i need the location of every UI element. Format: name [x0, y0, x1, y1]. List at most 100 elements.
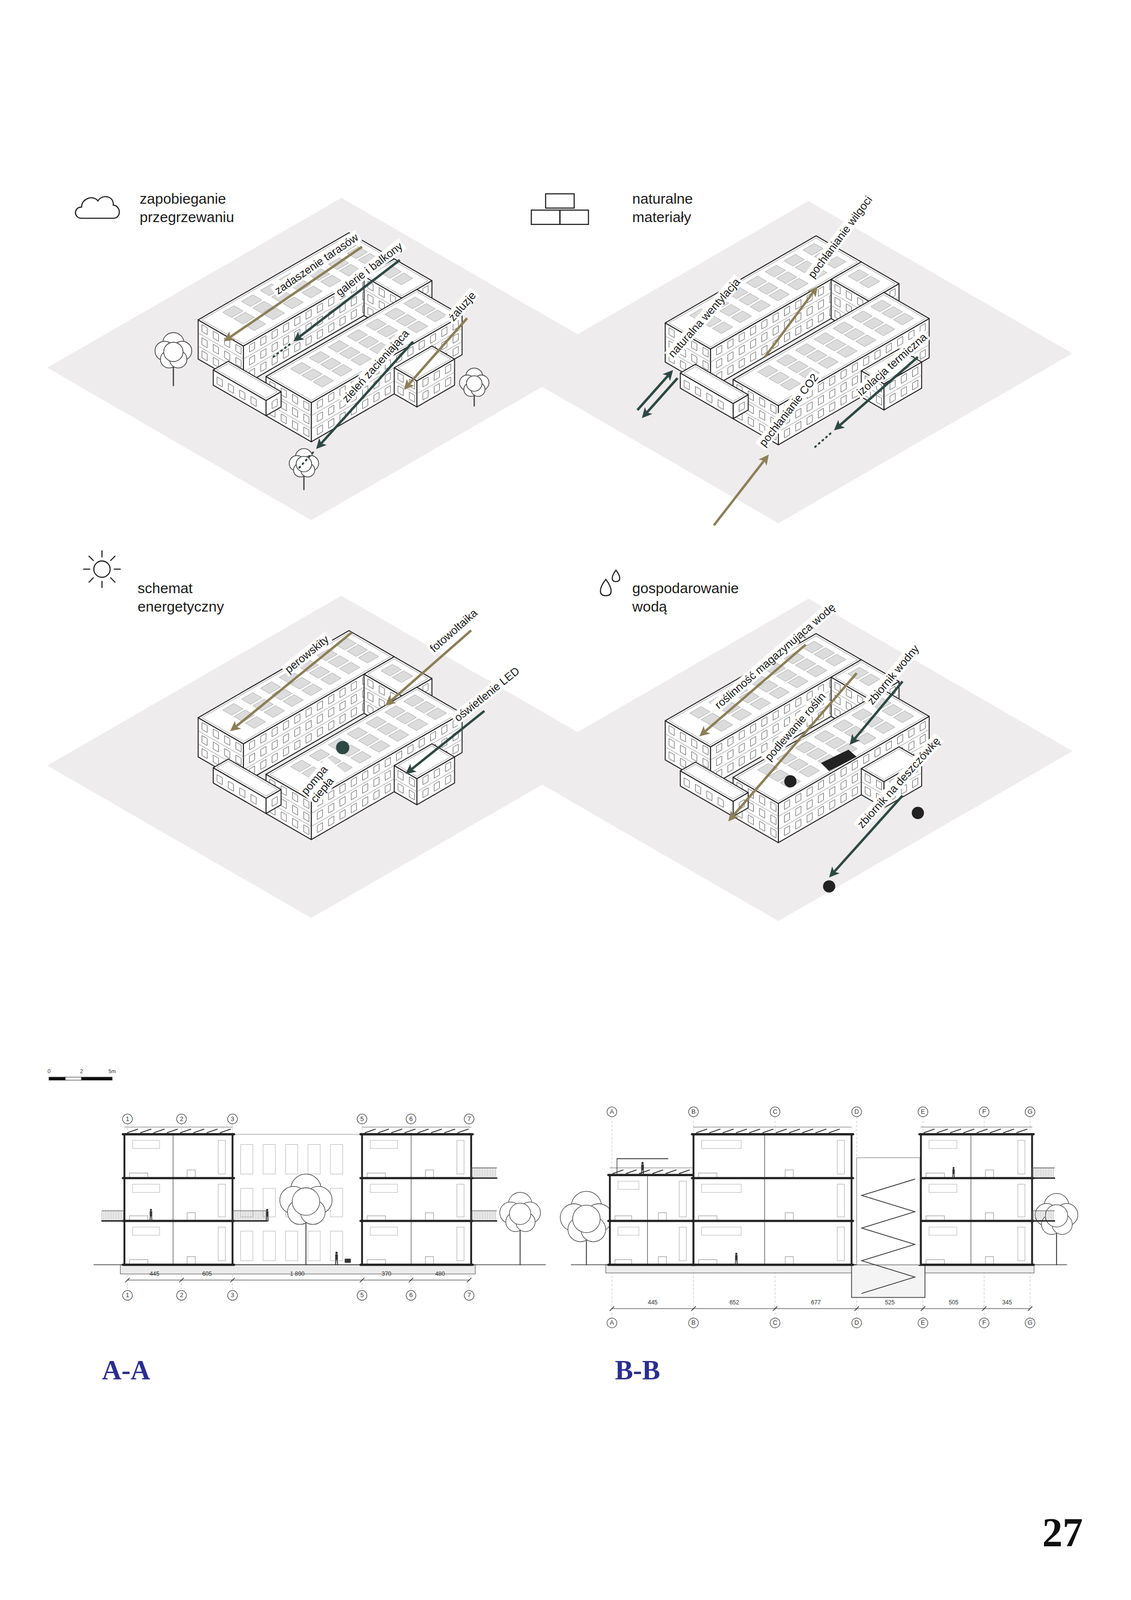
ground-line [571, 1264, 1068, 1265]
tree [1035, 1193, 1078, 1265]
window [818, 286, 824, 297]
window [908, 727, 915, 738]
furniture [785, 1169, 794, 1178]
partition [764, 1133, 765, 1178]
axis-bubble [405, 1290, 416, 1300]
cabinet [132, 1184, 160, 1193]
dimension: 480 [435, 1270, 446, 1278]
railing-bar [472, 1210, 474, 1221]
axis-bubble [176, 1114, 187, 1124]
parapet [398, 348, 451, 379]
window [852, 773, 858, 784]
pv-panel [652, 1169, 663, 1174]
slab [122, 1132, 235, 1136]
pv-panel [180, 1129, 191, 1133]
brick-icon [545, 193, 575, 209]
window [834, 682, 841, 693]
railing-bar [1036, 1210, 1038, 1221]
window [351, 803, 357, 814]
railing-bar [470, 1210, 472, 1221]
window [748, 416, 754, 428]
wall [1031, 1133, 1034, 1265]
window [373, 776, 380, 788]
window [784, 427, 790, 438]
window [281, 811, 287, 822]
pv-panel [787, 675, 808, 688]
pv-panel [458, 1129, 469, 1133]
door [218, 1226, 226, 1261]
railing-bar [487, 1210, 488, 1221]
ground-line [93, 1264, 546, 1265]
pv-panel [818, 356, 839, 369]
window [759, 808, 765, 819]
window [445, 363, 451, 374]
slab [608, 1219, 696, 1222]
window [283, 720, 289, 731]
building-axonometry [514, 200, 1073, 523]
railing-bar [1036, 1167, 1038, 1178]
railing-bar [1031, 1210, 1033, 1221]
railing-bar [265, 1210, 266, 1221]
ground-plane [514, 598, 1073, 922]
window [340, 796, 346, 807]
window [294, 713, 300, 724]
furniture [187, 1256, 196, 1265]
railing-bar [491, 1167, 493, 1178]
window [328, 720, 334, 731]
window [263, 1188, 276, 1217]
callout-label: izolacja termiczna [852, 328, 931, 400]
railing-bar [237, 1210, 238, 1221]
railing-bar [111, 1210, 113, 1221]
window [876, 395, 882, 406]
railing-bar [1041, 1210, 1042, 1221]
window [249, 752, 255, 763]
panel-heading: naturalne materiały [632, 189, 754, 226]
pv-panel [392, 272, 413, 285]
window [294, 726, 300, 737]
axis-bubble [607, 1317, 617, 1328]
person-head [266, 1208, 269, 1211]
window [224, 735, 230, 746]
window [684, 777, 690, 789]
window [717, 797, 724, 808]
pv-panel [950, 1129, 961, 1133]
window [706, 790, 713, 802]
wall [609, 1175, 611, 1265]
window [271, 328, 278, 340]
window [213, 755, 219, 766]
window [806, 786, 813, 797]
scale-segment [65, 1076, 82, 1080]
leader-arrow [831, 795, 903, 875]
railing-bar [491, 1210, 493, 1221]
pv-panel [731, 708, 752, 721]
railing-bar [103, 1210, 105, 1221]
cabinet [929, 1184, 957, 1193]
window [317, 713, 323, 724]
window [818, 779, 824, 790]
axis-label: C [773, 1319, 778, 1327]
pv-panel [806, 665, 827, 677]
railing-bar [250, 1210, 251, 1221]
railing-bar [495, 1210, 496, 1221]
scale-label: 2 [80, 1067, 84, 1074]
pv-panel [350, 751, 372, 763]
window [434, 781, 440, 792]
window [901, 373, 907, 384]
wall [231, 1133, 234, 1265]
railing-bar [482, 1167, 483, 1178]
railing-bar [116, 1210, 118, 1221]
pv-panel [404, 1129, 416, 1133]
tank-dot [911, 806, 924, 819]
window [228, 383, 234, 394]
window [340, 713, 346, 724]
axis-line [361, 1123, 363, 1291]
window [669, 751, 675, 762]
window [680, 731, 686, 743]
window [306, 335, 312, 346]
callout-label: pompa ciepła [297, 756, 345, 806]
railing [471, 1210, 497, 1211]
scale-label: 5m [108, 1067, 116, 1074]
window [897, 734, 903, 745]
axis-bubble [357, 1290, 367, 1300]
window [303, 824, 310, 835]
